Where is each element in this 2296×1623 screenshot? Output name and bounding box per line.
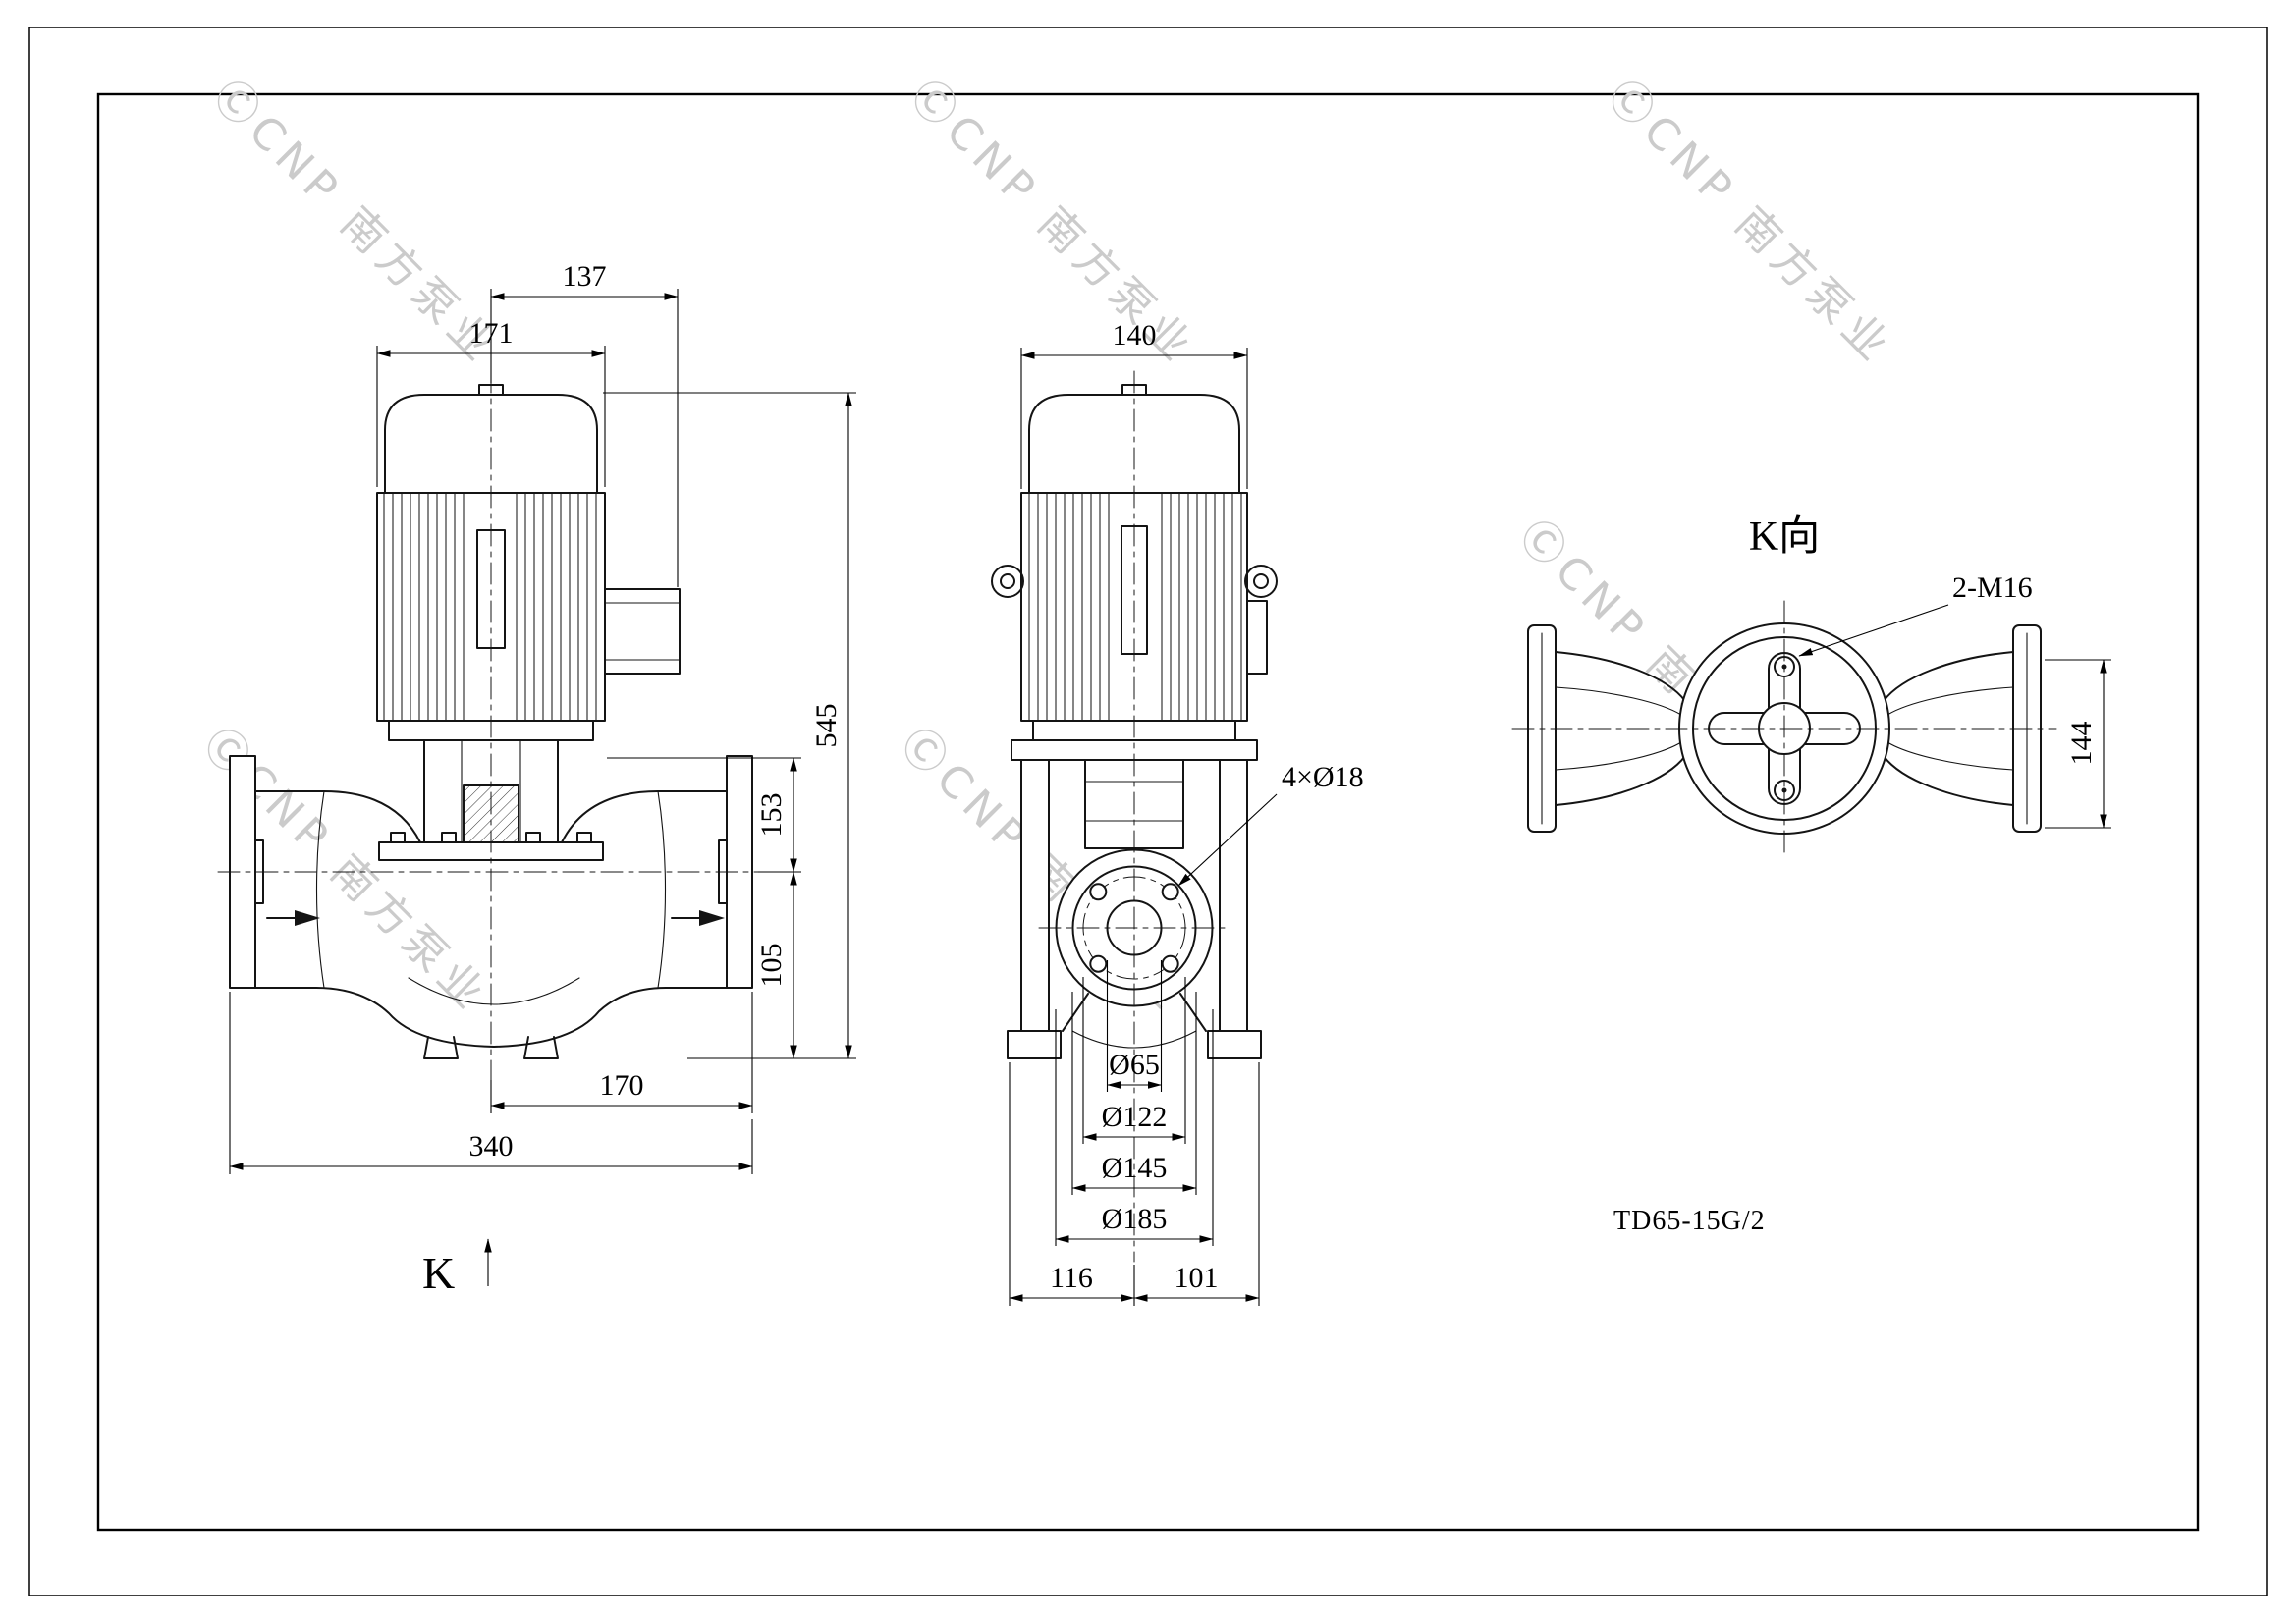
flow-arrow-inlet-head [295, 910, 320, 926]
pump-foot [423, 1036, 459, 1059]
dim-185: Ø185 [1055, 1009, 1214, 1246]
kview-pipe-edge [1883, 651, 2014, 702]
pipe-top-left [254, 790, 439, 843]
dim-140: 140 [1020, 319, 1248, 489]
terminal-box [604, 588, 681, 675]
leader-bolt-holes: 4×Ø18 [1177, 761, 1364, 887]
kview-pipe-bore [1555, 741, 1682, 771]
model-number: TD65-15G/2 [1613, 1206, 1766, 1236]
dim-label: Ø145 [1102, 1152, 1168, 1184]
side-dimensions: 140 4×Ø18 Ø65 Ø122 Ø145 Ø185 [1009, 319, 1364, 1306]
dim-label: 545 [810, 704, 843, 748]
dim-label: 101 [1175, 1262, 1219, 1294]
dim-116-101: 116 101 [1009, 1062, 1260, 1306]
dim-65: Ø65 [1106, 960, 1163, 1092]
kview-pipe-edge [1555, 651, 1686, 702]
leader-2-m16: 2-M16 [1798, 571, 2033, 657]
foot-pad [1007, 1030, 1062, 1059]
watermark-text: ⒸCNP 南方泵业 [203, 71, 508, 375]
dim-145: Ø145 [1071, 992, 1197, 1195]
leader-line [1177, 793, 1278, 887]
pipe-top-right [543, 790, 728, 843]
support-column [1219, 759, 1248, 1032]
k-direction-label: K [422, 1248, 455, 1298]
m16-hole-center [1781, 787, 1787, 793]
volute-bottom-contour [254, 987, 728, 1048]
dim-label: 2-M16 [1952, 571, 2033, 604]
bolt-hole [1161, 954, 1179, 973]
support-column [1020, 759, 1050, 1032]
bolt-hole [1089, 954, 1108, 973]
watermark-text: ⒸCNP 南方泵业 [1598, 71, 1902, 375]
plate-bolt [525, 832, 541, 843]
dim-label: 116 [1050, 1262, 1093, 1294]
flow-arrow-outlet-head [699, 910, 725, 926]
dim-122: Ø122 [1082, 977, 1186, 1144]
outer-border [28, 27, 2268, 1596]
leader-line [1798, 604, 1949, 657]
foot-pad [1207, 1030, 1262, 1059]
front-view [217, 370, 765, 1086]
volute-bottom-arc [1071, 1030, 1197, 1049]
dim-label: 105 [755, 944, 788, 988]
plate-bolt [441, 832, 457, 843]
volute-leg [1062, 993, 1089, 1032]
lifting-eye-hole [1253, 573, 1269, 589]
dim-label: 340 [469, 1130, 514, 1163]
dim-label: 137 [563, 260, 607, 293]
terminal-box-edge [1246, 600, 1268, 675]
dim-label: Ø122 [1102, 1101, 1168, 1133]
k-view-title: K向 [1749, 514, 1820, 560]
suction-flange [229, 755, 256, 989]
pump-foot [523, 1036, 559, 1059]
dim-label: Ø65 [1109, 1049, 1160, 1081]
dim-label: 153 [755, 793, 788, 838]
dim-153: 153 [607, 757, 801, 873]
k-view-dimensions: K向 2-M16 144 [1749, 514, 2111, 829]
pipe-taper-seam [657, 790, 667, 989]
dim-label: Ø185 [1102, 1203, 1168, 1235]
dim-label: 144 [2065, 722, 2098, 766]
dim-170: 170 [490, 992, 753, 1113]
front-dimensions: 137 171 545 153 105 170 [229, 260, 856, 1298]
kview-pipe-bore [1555, 686, 1682, 716]
k-direction-arrow: K [422, 1238, 492, 1298]
inner-border [96, 92, 2200, 1532]
watermark-text: ⒸCNP 南方泵业 [901, 71, 1205, 375]
pipe-taper-seam [315, 790, 325, 989]
plate-bolt [390, 832, 406, 843]
dim-545: 545 [603, 392, 856, 1059]
dim-144: 144 [2045, 659, 2111, 829]
motor-top-cap [384, 394, 598, 494]
dim-171: 171 [376, 317, 606, 487]
kview-pipe-edge [1883, 755, 2014, 806]
dim-label: 170 [600, 1069, 644, 1102]
side-view [991, 370, 1278, 1263]
bolt-hole [1089, 883, 1108, 901]
dim-105: 105 [755, 871, 797, 1059]
k-view [1511, 600, 2057, 857]
dim-label: 4×Ø18 [1282, 761, 1364, 793]
plate-bolt [576, 832, 592, 843]
kview-pipe-bore [1886, 686, 2014, 716]
motor-top-cap [1028, 394, 1240, 494]
kview-pipe-bore [1886, 741, 2014, 771]
lifting-eye-hole [1000, 573, 1015, 589]
dim-label: 171 [469, 317, 514, 350]
dim-340: 340 [229, 992, 753, 1174]
kview-pipe-edge [1555, 755, 1686, 806]
bolt-hole [1161, 883, 1179, 901]
dim-137: 137 [490, 260, 679, 587]
volute-inner-arc [408, 977, 580, 1005]
dim-label: 140 [1113, 319, 1157, 352]
volute-leg [1179, 993, 1207, 1032]
